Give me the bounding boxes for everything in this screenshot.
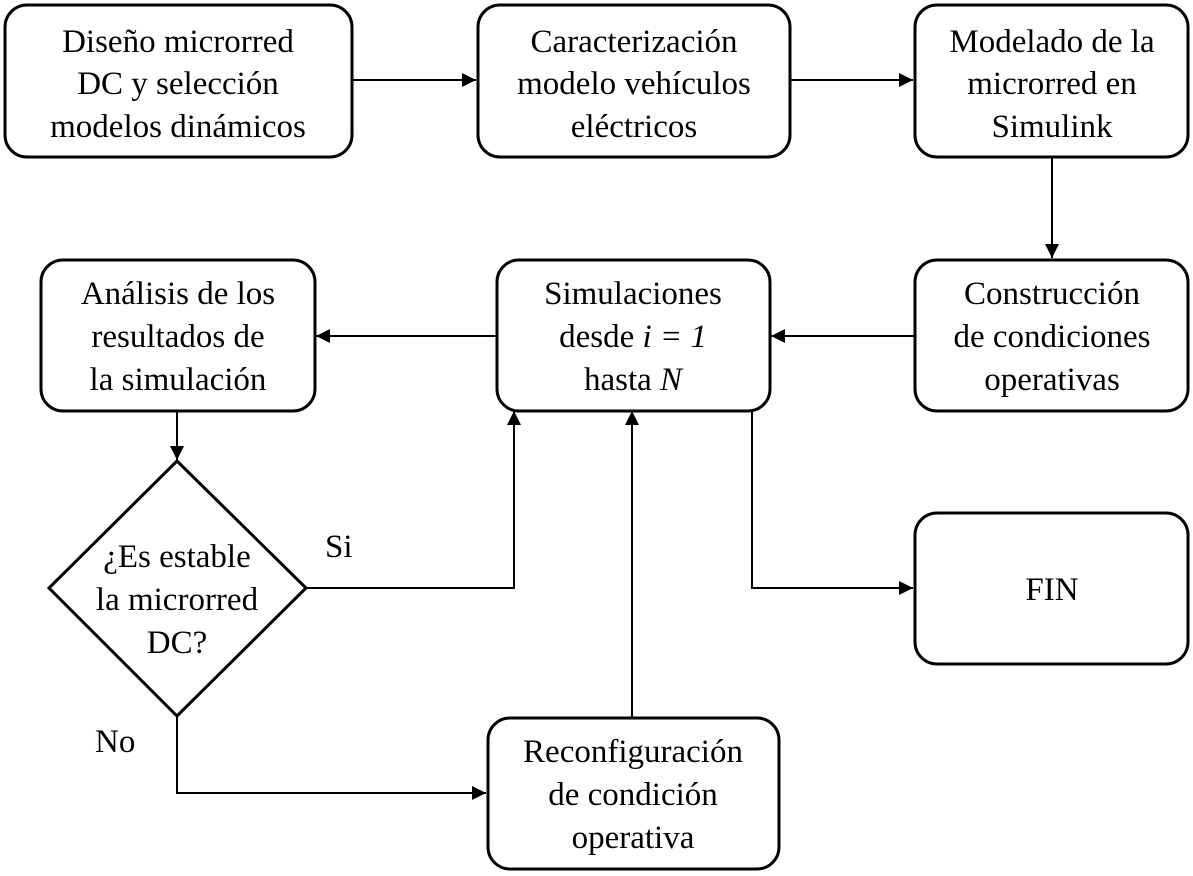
node-reconfiguracion-line-1: Reconfiguración (523, 734, 743, 770)
node-simulaciones-line-2: desde i = 1 (559, 319, 707, 355)
node-caracterizacion-line-2: modelo vehículos (517, 66, 751, 102)
node-reconfiguracion: Reconfiguración de condición operativa (486, 716, 781, 871)
node-modelado: Modelado de la microrred en Simulink (913, 3, 1190, 159)
node-diseno: Diseño microrred DC y selección modelos … (3, 3, 354, 159)
node-analisis-line-3: la simulación (90, 362, 267, 398)
node-diseno-line-2: DC y selección (77, 66, 279, 102)
node-construccion: Construcción de condiciones operativas (913, 258, 1190, 413)
arrow-decision-no-to-reconfiguracion (176, 717, 486, 800)
arrow-simulaciones-to-fin (751, 411, 913, 595)
node-construccion-line-2: de condiciones (953, 319, 1150, 355)
node-caracterizacion-line-3: eléctricos (571, 109, 697, 145)
node-caracterizacion: Caracterización modelo vehículos eléctri… (476, 3, 792, 159)
node-diseno-line-1: Diseño microrred (62, 24, 294, 60)
node-analisis-line-2: resultados de (91, 319, 264, 355)
arrow-decision-yes-to-simulaciones (305, 411, 521, 589)
node-decision-line-1: ¿Es estable (103, 539, 251, 575)
node-simulaciones-desde: desde (559, 319, 642, 355)
node-simulaciones-line-1: Simulaciones (544, 276, 722, 312)
label-no: No (95, 724, 135, 760)
node-decision-line-2: la microrred (96, 582, 259, 618)
node-decision: ¿Es estable la microrred DC? (46, 458, 309, 719)
node-modelado-line-1: Modelado de la (949, 24, 1155, 60)
node-caracterizacion-line-1: Caracterización (530, 24, 737, 60)
node-fin-label: FIN (1025, 572, 1078, 608)
node-simulaciones-hasta: hasta (584, 362, 660, 398)
node-analisis: Análisis de los resultados de la simulac… (39, 258, 317, 413)
node-simulaciones-line-3: hasta N (584, 362, 684, 398)
label-yes: Si (325, 529, 353, 565)
node-simulaciones: Simulaciones desde i = 1 hasta N (495, 258, 772, 413)
node-fin: FIN (913, 511, 1190, 666)
node-simulaciones-range-end: N (659, 362, 684, 398)
node-simulaciones-range-start: i = 1 (642, 319, 706, 355)
node-diseno-line-3: modelos dinámicos (50, 109, 306, 145)
node-construccion-line-3: operativas (984, 362, 1120, 398)
node-modelado-line-2: microrred en (967, 66, 1137, 102)
node-reconfiguracion-line-2: de condición (548, 777, 718, 813)
connectors (170, 73, 1059, 800)
node-analisis-line-1: Análisis de los (81, 276, 275, 312)
node-reconfiguracion-line-3: operativa (572, 820, 695, 856)
node-modelado-line-3: Simulink (991, 109, 1113, 145)
node-decision-line-3: DC? (147, 625, 208, 661)
node-construccion-line-1: Construcción (964, 276, 1140, 312)
